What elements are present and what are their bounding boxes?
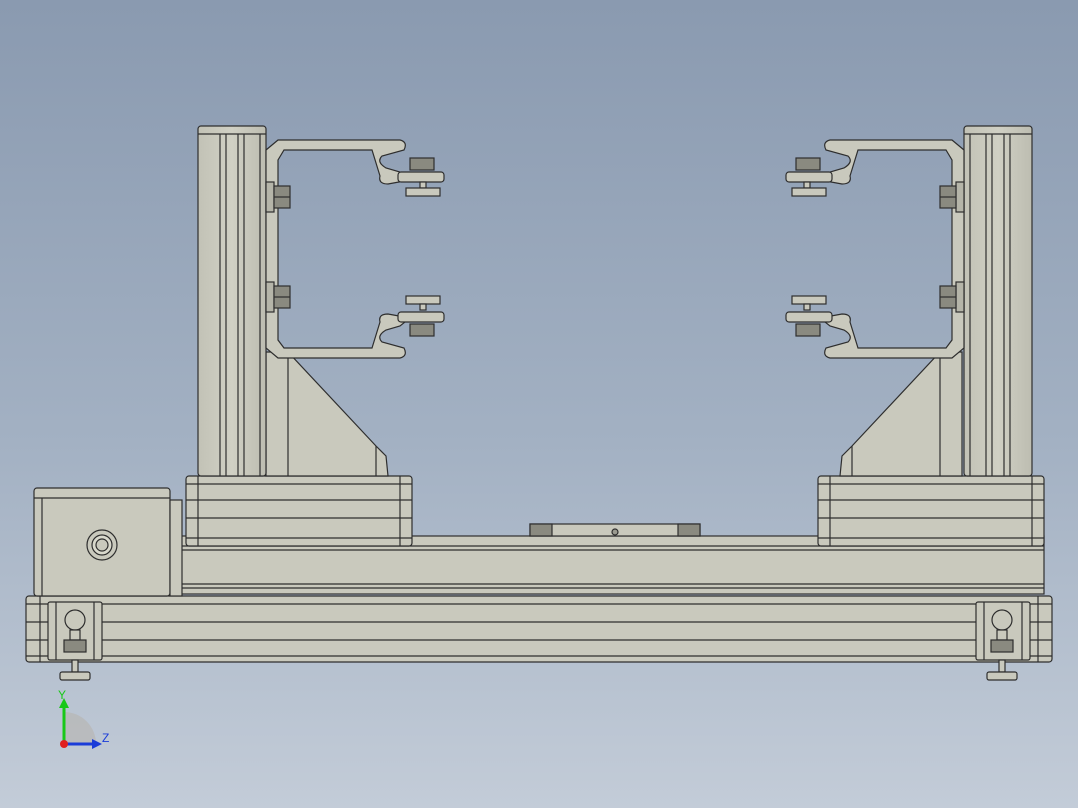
- triad-z-label: Z: [102, 731, 110, 745]
- left-clamp-screw-upper: [397, 157, 445, 197]
- center-slider-plate: [529, 523, 701, 537]
- right-post-bolt-upper: [939, 181, 965, 213]
- right-vertical-post: [963, 125, 1033, 477]
- right-c-bracket: [818, 139, 965, 359]
- left-gusset: [265, 351, 389, 477]
- right-carriage: [817, 475, 1045, 547]
- left-carriage: [185, 475, 413, 547]
- left-clamp-screw-lower: [397, 295, 445, 337]
- left-post-bolt-lower: [265, 281, 291, 313]
- left-c-bracket: [265, 139, 412, 359]
- right-post-bolt-lower: [939, 281, 965, 313]
- right-gusset: [839, 351, 963, 477]
- right-clamp-screw-upper: [785, 157, 833, 197]
- right-clamp-screw-lower: [785, 295, 833, 337]
- left-vertical-post: [197, 125, 267, 477]
- left-leveling-foot: [47, 601, 103, 681]
- base-rail: [25, 595, 1053, 663]
- right-leveling-foot: [975, 601, 1031, 681]
- left-post-bolt-upper: [265, 181, 291, 213]
- triad-y-label: Y: [58, 688, 67, 702]
- left-end-block: [33, 487, 171, 597]
- orientation-triad: [59, 698, 102, 749]
